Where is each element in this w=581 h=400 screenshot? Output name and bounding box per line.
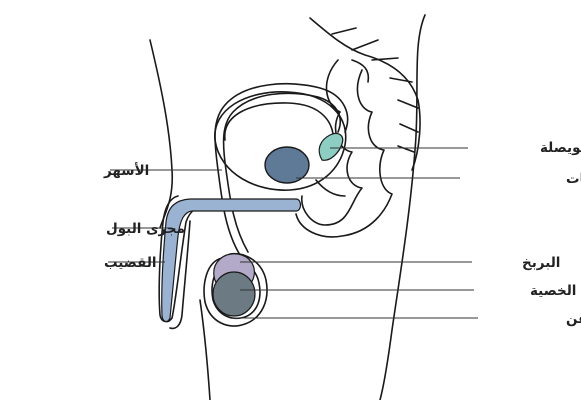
label-testis: الخصية [530, 283, 576, 299]
label-seminal-vesicle: الحويصلة [540, 140, 581, 156]
testis [213, 272, 255, 316]
back-outline [380, 15, 425, 400]
label-penis: القضيب [104, 255, 157, 271]
abdomen-front-outline [150, 40, 172, 228]
label-scrotum: كيس الصفن [566, 311, 581, 327]
label-prostate: غدة البروستات [566, 171, 581, 187]
label-urethra: مجرى البول [106, 221, 185, 237]
label-vas-deferens: الأسهر [103, 162, 149, 179]
label-epididymis: البربخ [522, 255, 560, 271]
thigh-outline [200, 300, 210, 400]
seminal-vesicle [319, 133, 343, 160]
